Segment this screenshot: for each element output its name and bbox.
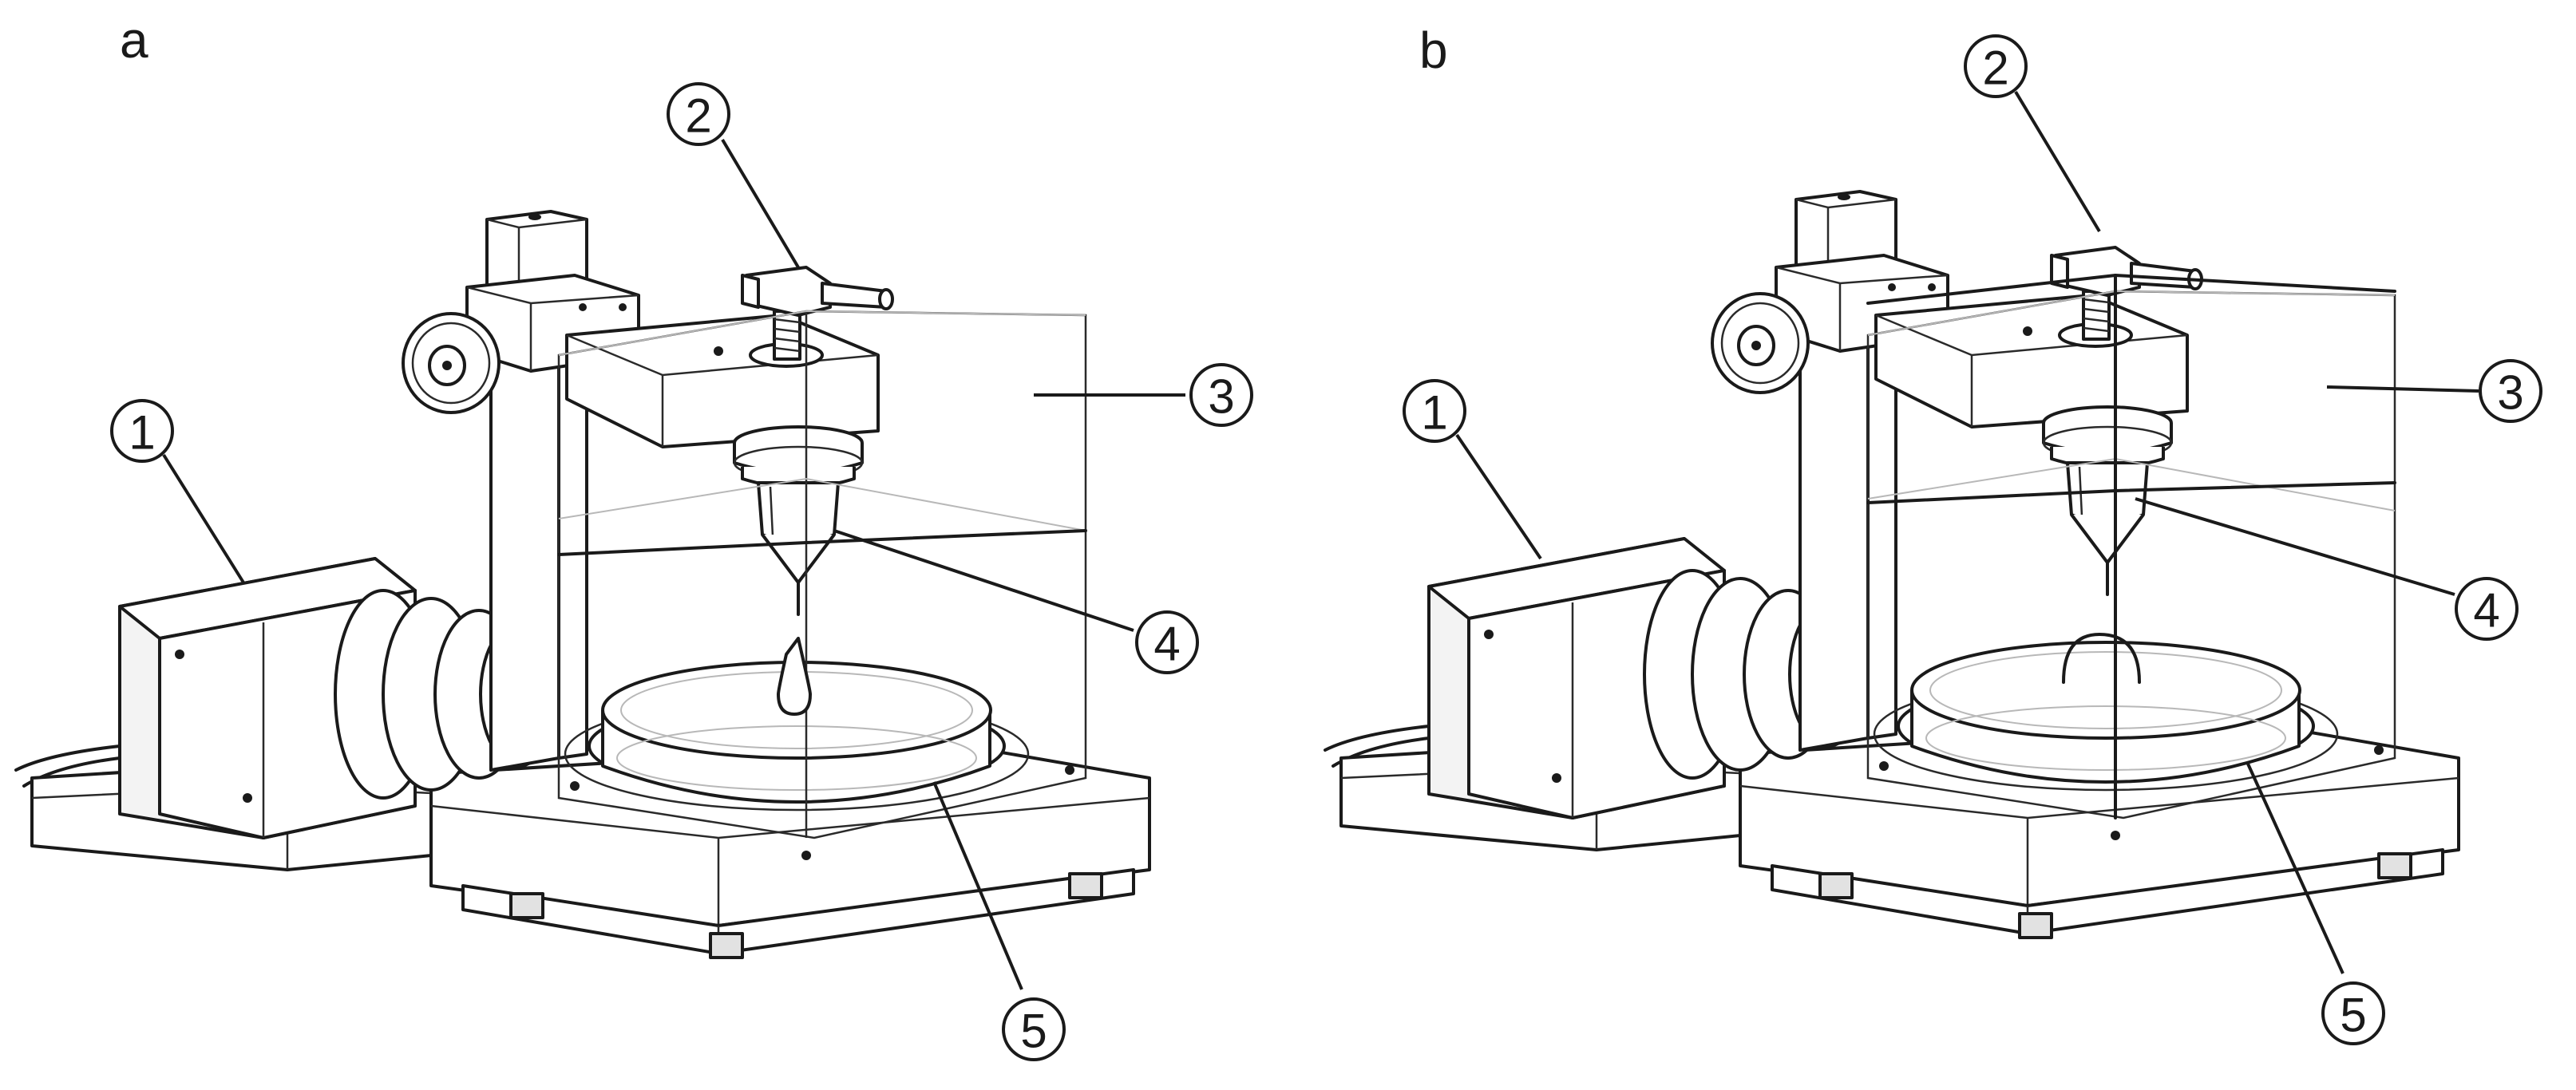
svg-text:4: 4 xyxy=(1153,618,1180,671)
svg-text:3: 3 xyxy=(1208,370,1234,424)
callout-3-a: 3 xyxy=(1034,363,1253,427)
svg-text:5: 5 xyxy=(2340,989,2366,1042)
droplet-arc xyxy=(2062,633,2141,684)
panel-b: b 1 2 3 4 xyxy=(1324,22,2542,1045)
svg-text:1: 1 xyxy=(1421,386,1447,440)
panel-letter-a: a xyxy=(120,11,148,69)
svg-text:2: 2 xyxy=(685,89,711,143)
panel-a: a 1 2 3 4 xyxy=(14,11,1253,1061)
callout-2-a: 2 xyxy=(667,82,800,269)
callout-5-b: 5 xyxy=(2246,761,2385,1045)
callout-1-b: 1 xyxy=(1403,379,1542,560)
callout-4-b: 4 xyxy=(2135,497,2519,641)
liquid-level-line-a xyxy=(557,529,1087,556)
apparatus-b xyxy=(1324,190,2460,939)
callout-5-a: 5 xyxy=(932,781,1066,1061)
callout-1-a: 1 xyxy=(110,399,245,584)
droplet xyxy=(777,637,812,716)
apparatus-a xyxy=(14,210,1151,959)
callout-4-a: 4 xyxy=(833,529,1199,674)
svg-text:2: 2 xyxy=(1982,41,2008,95)
panel-letter-b: b xyxy=(1419,22,1448,79)
svg-text:1: 1 xyxy=(129,406,155,460)
callout-2-b: 2 xyxy=(1964,34,2101,233)
callout-3-b: 3 xyxy=(2326,359,2542,423)
svg-text:4: 4 xyxy=(2473,584,2499,638)
svg-text:5: 5 xyxy=(1020,1005,1047,1058)
svg-text:3: 3 xyxy=(2497,366,2523,420)
